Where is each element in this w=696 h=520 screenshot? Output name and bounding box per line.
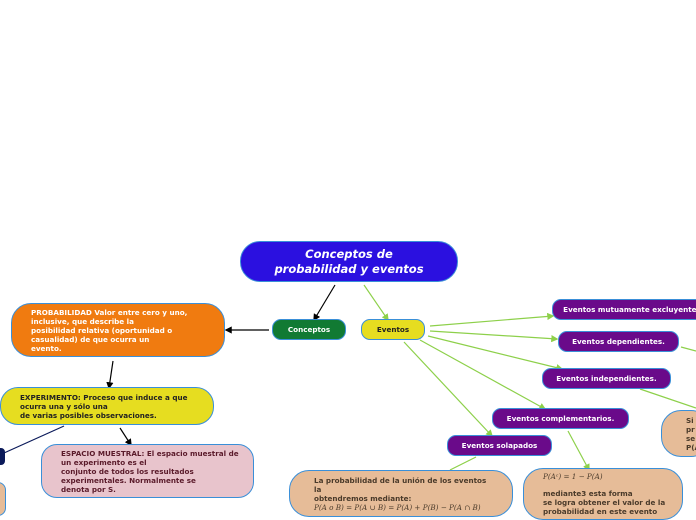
link-root-eventos — [363, 284, 389, 322]
eventos-solapados-node[interactable]: Eventos solapados — [447, 435, 552, 456]
eventos-dependientes-node[interactable]: Eventos dependientes. — [558, 331, 679, 352]
link-dependientes-right — [680, 346, 696, 352]
link-eventos-complementarios — [419, 339, 547, 410]
eventos-solapados-label: Eventos solapados — [461, 441, 538, 450]
si-text: Si pr se P(A — [686, 415, 696, 452]
eventos-independientes-label: Eventos independientes. — [556, 374, 657, 383]
link-experimento-left — [3, 425, 65, 454]
complement-text: mediante3 esta forma se logra obtener el… — [543, 489, 666, 516]
eventos-node[interactable]: Eventos — [361, 319, 425, 340]
link-eventos-solapados — [403, 341, 493, 438]
complement-formula: P(Aᶜ) = 1 − P(A) — [543, 472, 603, 481]
probabilidad-text: PROBABILIDAD Valor entre cero y uno, inc… — [31, 307, 188, 353]
experimento-text: EXPERIMENTO: Proceso que induce a que oc… — [20, 392, 188, 420]
independientes-detail-node[interactable]: Si pr se P(A — [661, 410, 696, 457]
link-probabilidad-experimento — [106, 360, 114, 390]
link-solapados-union — [449, 456, 477, 471]
complement-spacer — [543, 481, 665, 489]
eventos-complementarios-label: Eventos complementarios. — [506, 414, 615, 423]
eventos-mutuamente-node[interactable]: Eventos mutuamente excluyentes — [552, 299, 696, 320]
eventos-mutuamente-label: Eventos mutuamente excluyentes — [563, 305, 696, 314]
probabilidad-node[interactable]: PROBABILIDAD Valor entre cero y uno, inc… — [11, 303, 225, 357]
link-complementarios-compl — [567, 430, 590, 472]
eventos-dependientes-label: Eventos dependientes. — [572, 337, 665, 346]
eventos-complementarios-node[interactable]: Eventos complementarios. — [492, 408, 629, 429]
union-text: La probabilidad de la unión de los event… — [314, 475, 487, 503]
offscreen-navy-node[interactable] — [0, 448, 5, 465]
espacio-muestral-node[interactable]: ESPACIO MUESTRAL: El espacio muestral de… — [41, 444, 254, 498]
link-eventos-independientes — [427, 335, 564, 372]
union-formula: P(A o B) = P(A ∪ B) = P(A) + P(B) − P(A … — [314, 502, 481, 512]
link-eventos-dependientes — [429, 330, 559, 343]
link-experimento-espacio — [119, 427, 132, 447]
experimento-node[interactable]: EXPERIMENTO: Proceso que induce a que oc… — [0, 387, 214, 425]
link-root-conceptos — [313, 284, 336, 322]
offscreen-detail-node[interactable] — [0, 482, 6, 516]
eventos-independientes-node[interactable]: Eventos independientes. — [542, 368, 671, 389]
conceptos-node[interactable]: Conceptos — [272, 319, 346, 340]
eventos-label: Eventos — [376, 325, 410, 334]
union-probability-node[interactable]: La probabilidad de la unión de los event… — [289, 470, 513, 517]
link-eventos-mutuamente — [429, 312, 555, 327]
complement-probability-node[interactable]: P(Aᶜ) = 1 − P(A) mediante3 esta forma se… — [523, 468, 683, 520]
root-node[interactable]: Conceptos de probabilidad y eventos — [240, 241, 458, 282]
link-independientes-si — [639, 388, 696, 409]
espacio-text: ESPACIO MUESTRAL: El espacio muestral de… — [61, 448, 239, 494]
root-title: Conceptos de probabilidad y eventos — [274, 247, 424, 276]
conceptos-label: Conceptos — [287, 325, 331, 334]
